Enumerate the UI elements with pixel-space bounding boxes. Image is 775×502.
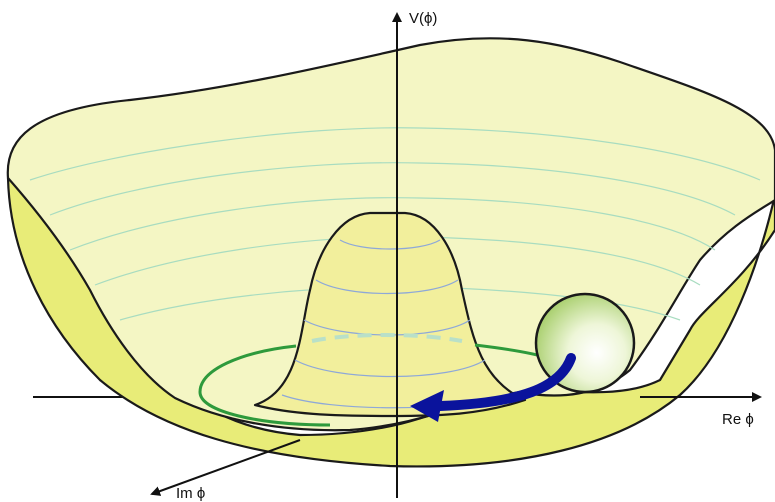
imaginary-axis xyxy=(150,439,301,496)
central-hump xyxy=(253,211,527,418)
roll-direction-arrow xyxy=(410,353,576,422)
vacuum-circle-hidden xyxy=(311,333,463,343)
imaginary-axis-label: Im ϕ xyxy=(176,485,205,502)
vacuum-circle-front xyxy=(198,344,331,427)
real-axis-label: Re ϕ xyxy=(722,411,754,428)
vertical-axis-label: V(ϕ) xyxy=(409,10,437,27)
